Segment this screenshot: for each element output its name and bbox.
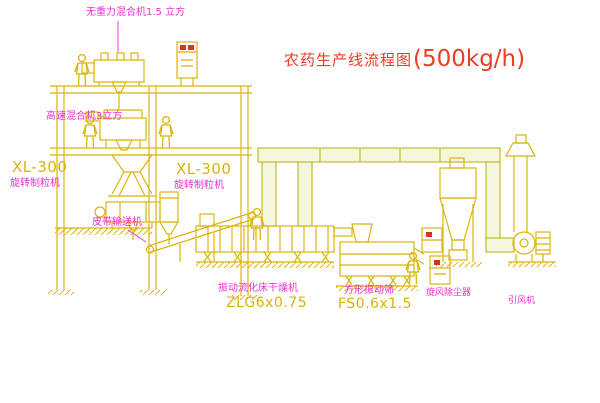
belt-conveyor-drawing <box>145 211 257 262</box>
label-granulator-mid-model: XL-300 <box>176 160 232 178</box>
control-cabinet-3 <box>429 255 451 285</box>
diagram-capacity-text: (500kg/h) <box>413 46 526 72</box>
label-fan: 引风机 <box>508 296 536 306</box>
granulator-left-drawing <box>94 195 161 240</box>
cyclone-separator-drawing <box>436 157 482 267</box>
label-granulator-left-name: 旋转制粒机 <box>10 178 60 189</box>
label-screen-model: FS0.6x1.5 <box>338 296 413 312</box>
fluid-bed-dryer-drawing <box>195 213 335 268</box>
label-belt-conveyor: 皮带输送机 <box>92 217 142 228</box>
label-high-speed-mixer: 高速混合机3立方 <box>46 111 123 122</box>
leader-lines <box>117 21 147 243</box>
induced-draft-fan-drawing <box>504 134 556 267</box>
label-screen-name: 方形振动筛 <box>344 285 394 296</box>
high-speed-mixer-drawing <box>85 109 147 151</box>
diagram-title-text: 农药生产线流程图 <box>284 50 413 69</box>
diagram-title: 农药生产线流程图 (500kg/h) <box>284 46 525 72</box>
label-granulator-mid-name: 旋转制粒机 <box>174 180 224 191</box>
label-cyclone: 旋风除尘器 <box>426 288 472 298</box>
gravity-mixer-drawing <box>81 52 145 110</box>
worker-icon <box>158 115 174 149</box>
y-chute-drawing <box>110 154 154 197</box>
control-cabinet-2 <box>421 227 443 253</box>
control-cabinet-1 <box>176 41 198 86</box>
label-gravity-mixer: 无重力混合机1.5 立方 <box>86 7 186 18</box>
granulator-mid-drawing <box>158 191 180 244</box>
label-granulator-left-model: XL-300 <box>12 158 68 176</box>
label-dryer-model: ZLG6x0.75 <box>226 295 308 311</box>
label-dryer-name: 振动流化床干燥机 <box>218 283 298 294</box>
